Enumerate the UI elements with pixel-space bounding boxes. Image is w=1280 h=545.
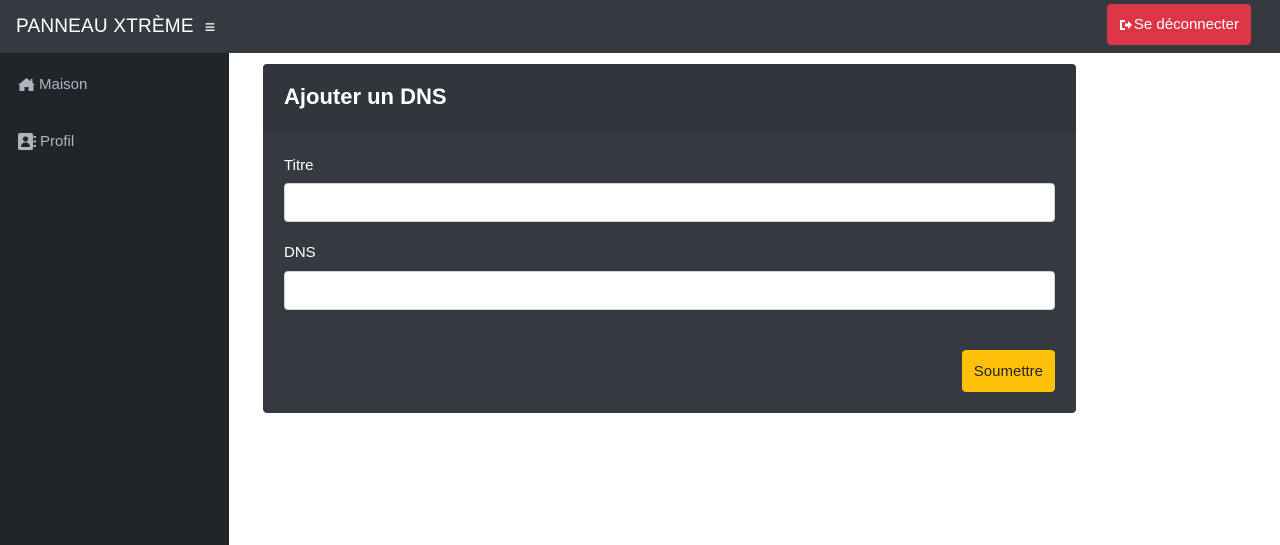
logout-label: Se déconnecter bbox=[1133, 16, 1239, 33]
home-icon bbox=[18, 77, 35, 91]
submit-button[interactable]: Soumettre bbox=[961, 350, 1055, 392]
title-input[interactable] bbox=[284, 183, 1055, 222]
dns-label: DNS bbox=[284, 244, 316, 261]
title-label: Titre bbox=[284, 157, 314, 174]
sidebar-item-profil[interactable]: Profil bbox=[0, 129, 229, 153]
add-dns-card: Ajouter un DNS Titre DNS Soumettre bbox=[263, 64, 1076, 413]
contact-card-icon bbox=[18, 132, 36, 150]
sidebar-item-label: Maison bbox=[39, 75, 88, 93]
sidebar-item-label: Profil bbox=[40, 132, 75, 150]
sidebar-item-maison[interactable]: Maison bbox=[0, 72, 229, 96]
card-header: Ajouter un DNS bbox=[263, 64, 1076, 131]
menu-toggle-icon[interactable]: ≡ bbox=[204, 16, 216, 37]
sign-out-icon bbox=[1119, 19, 1132, 30]
sidebar: Maison Profil bbox=[0, 53, 229, 545]
brand-title[interactable]: PANNEAU XTRÈME bbox=[16, 15, 194, 37]
top-navbar: PANNEAU XTRÈME ≡ Se déconnecter bbox=[0, 0, 1280, 53]
page-title: Ajouter un DNS bbox=[284, 84, 447, 109]
dns-input[interactable] bbox=[284, 271, 1055, 310]
logout-button[interactable]: Se déconnecter bbox=[1106, 4, 1251, 45]
